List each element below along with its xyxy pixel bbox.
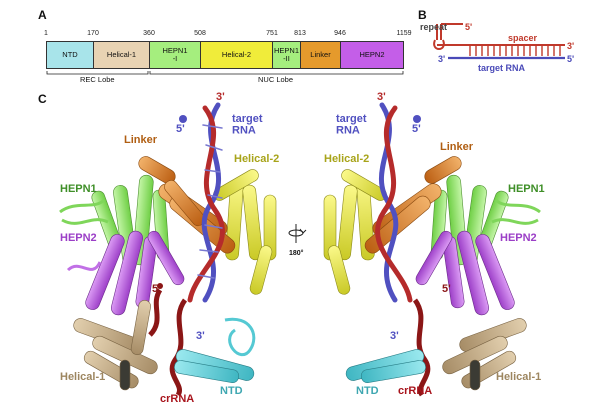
left-3prime-mid: 3' [196,330,205,342]
position-label: 813 [294,30,306,37]
left-crrna-label: crRNA [160,393,194,405]
left-hepn1-label: HEPN1 [60,183,97,195]
left-crrna-5prime-end [157,283,163,289]
right-structure [323,102,541,397]
right-rna-duplex [375,102,413,303]
left-ntd-label: NTD [220,385,243,397]
left-helical1-domain [73,300,158,391]
nuc-lobe-label: NUC Lobe [258,75,294,84]
right-ntd-domain [345,349,426,383]
five-prime-top: 5' [465,22,472,32]
position-label: 1 [44,30,48,37]
right-hepn1-label: HEPN1 [508,183,545,195]
left-target-5prime-end [179,115,187,123]
right-helical1-domain [442,318,527,391]
base-pair-ticks [469,45,561,56]
right-5prime-mid: 5' [442,283,451,295]
rec-lobe-label: REC Lobe [80,75,115,84]
position-label: 508 [194,30,206,37]
left-ntd-domain [174,317,256,383]
left-helical1-label: Helical-1 [60,371,105,383]
right-ntd-label: NTD [356,385,379,397]
left-linker-label: Linker [124,134,158,146]
right-3prime-mid: 3' [390,330,399,342]
left-3prime-top: 3' [216,91,225,103]
domain-hepn1-i: HEPN1 -I [149,41,201,69]
domain-hepn1-ii: HEPN1 -II [272,41,301,69]
position-label: 1159 [396,30,412,37]
left-structure [59,102,277,397]
right-helical2-label: Helical-2 [324,153,369,165]
rotation-label: 180° [289,249,304,257]
domain-hepn2: HEPN2 [340,41,404,69]
position-label: 360 [143,30,155,37]
target-rna-label: target RNA [478,63,526,73]
right-hepn2-label: HEPN2 [500,232,537,244]
spacer-label: spacer [508,33,538,43]
three-prime-top: 3' [567,41,574,51]
left-hepn2-label: HEPN2 [60,232,97,244]
right-5prime-top: 5' [412,123,421,135]
repeat-label: repeat [420,22,447,32]
right-crrna-label: crRNA [398,385,432,397]
position-label: 751 [266,30,278,37]
right-linker-label: Linker [440,141,474,153]
panel-c-letter: C [38,92,47,106]
left-5prime-mid: 5' [152,283,161,295]
five-prime-bottom: 5' [567,54,574,64]
domain-helical-2: Helical-2 [200,41,273,69]
right-3prime-top: 3' [377,91,386,103]
left-crrna-hairpin [148,288,188,397]
panel-b-letter: B [418,8,427,22]
right-crrna-hairpin [412,298,431,397]
three-prime-bottom: 3' [438,54,445,64]
right-target-5prime-end [413,115,421,123]
rotation-arrow-icon [288,224,307,243]
left-helical2-label: Helical-2 [234,153,279,165]
panel-a-letter: A [38,8,47,22]
left-5prime-top: 5' [176,123,185,135]
left-rna-duplex [187,102,225,303]
position-label: 946 [334,30,346,37]
position-label: 170 [87,30,99,37]
domain-ntd: NTD [46,41,94,69]
right-hepn2-domain [415,230,515,316]
right-helical1-label: Helical-1 [496,371,541,383]
